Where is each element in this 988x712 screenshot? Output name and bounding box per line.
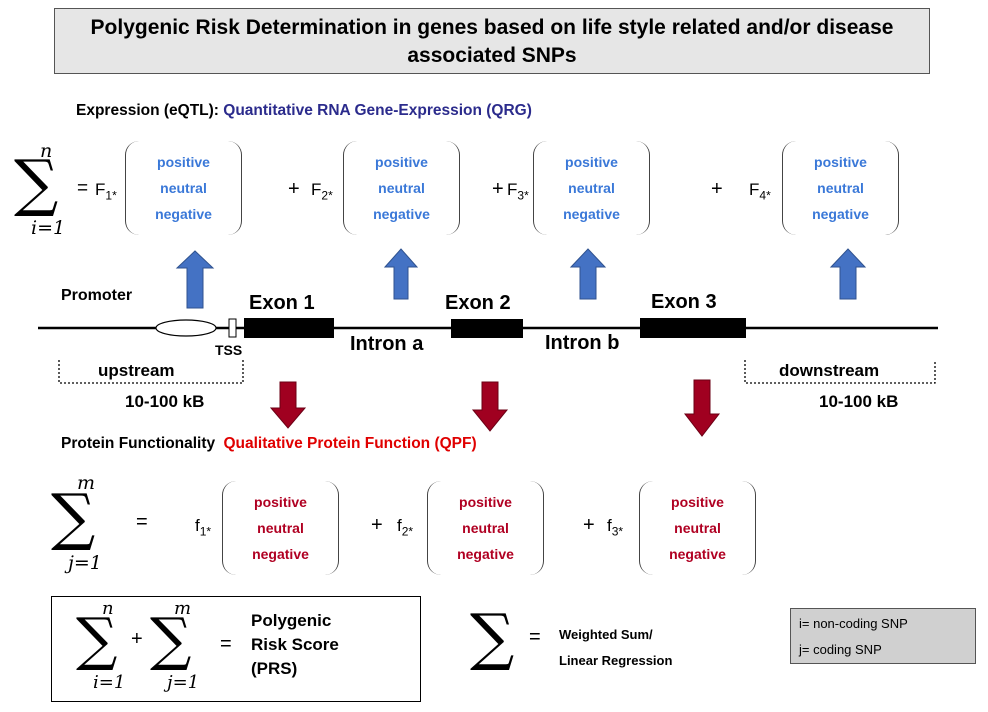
exon-2-block — [451, 319, 523, 338]
weighted-equals: = — [529, 626, 541, 648]
down-arrow-2 — [471, 381, 509, 432]
up-arrow-3 — [569, 248, 607, 300]
prs-sum-2-lower: j=1 — [167, 672, 200, 693]
down-arrow-3 — [683, 379, 721, 437]
intron-b-label: Intron b — [545, 332, 620, 354]
down-arrow-1 — [269, 381, 307, 429]
expression-plus-1: + — [288, 178, 300, 200]
prs-label: Polygenic Risk Score (PRS) — [251, 611, 339, 678]
expression-term-3-coef: F3* — [507, 180, 529, 203]
downstream-range: 10-100 kB — [819, 392, 899, 411]
protein-sublabel: Qualitative Protein Function (QPF) — [223, 435, 477, 452]
exon-2-label: Exon 2 — [445, 292, 511, 314]
sigma-symbol: ∑ — [51, 480, 96, 553]
protein-term-1-coef: f1* — [195, 516, 212, 539]
upstream-range: 10-100 kB — [125, 392, 205, 411]
protein-plus-1: + — [371, 514, 383, 536]
exon-1-block — [244, 318, 334, 338]
upstream-label: upstream — [98, 361, 175, 380]
prs-box — [51, 596, 421, 702]
legend-item-j: j= coding SNP — [799, 642, 882, 657]
expression-plus-3: + — [711, 178, 723, 200]
protein-term-3-coef: f3* — [607, 516, 624, 539]
up-arrow-2 — [383, 248, 419, 300]
protein-sum-lower: j=1 — [68, 552, 102, 574]
expression-equals: = — [77, 178, 89, 199]
expression-term-2-coef: F2* — [311, 180, 333, 203]
expression-term-1-coef: F1* — [95, 180, 117, 203]
tss-label: TSS — [215, 342, 243, 358]
legend-box: i= non-coding SNP j= coding SNP — [790, 608, 976, 664]
promoter-label: Promoter — [61, 287, 133, 304]
expression-term-4-coef: F4* — [749, 180, 771, 203]
prs-sum-2-upper: m — [174, 598, 192, 619]
expression-sublabel: Quantitative RNA Gene-Expression (QRG) — [223, 102, 532, 119]
prs-sum-1-upper: n — [102, 598, 114, 619]
weighted-label: Weighted Sum/ Linear Regression — [559, 627, 673, 668]
expression-label: Expression (eQTL): — [76, 102, 219, 119]
sigma-symbol: ∑ — [470, 600, 515, 673]
protein-plus-2: + — [583, 514, 595, 536]
sigma-symbol: ∑ — [76, 605, 118, 673]
prs-plus: + — [131, 628, 143, 650]
exon-1-label: Exon 1 — [249, 292, 315, 314]
protein-header: Protein Functionality Qualitative Protei… — [61, 435, 477, 453]
protein-label: Protein Functionality — [61, 435, 216, 452]
downstream-bracket — [744, 360, 936, 384]
sigma-symbol: ∑ — [150, 605, 192, 673]
expression-sum-upper: n — [40, 140, 53, 162]
expression-header: Expression (eQTL): Quantitative RNA Gene… — [76, 102, 532, 120]
tss-marker — [228, 318, 237, 338]
promoter-ellipse — [155, 319, 217, 337]
exon-3-block — [640, 318, 746, 338]
exon-3-label: Exon 3 — [651, 291, 717, 313]
protein-equals: = — [136, 511, 148, 533]
expression-plus-2: + — [492, 178, 504, 200]
intron-a-label: Intron a — [350, 333, 424, 355]
up-arrow-4 — [829, 248, 867, 300]
downstream-label: downstream — [779, 361, 880, 380]
legend-item-i: i= non-coding SNP — [799, 616, 908, 631]
diagram-title: Polygenic Risk Determination in genes ba… — [54, 8, 930, 74]
prs-equals: = — [220, 633, 232, 655]
expression-sum-lower: i=1 — [31, 217, 66, 239]
sigma-symbol: ∑ — [14, 146, 59, 219]
protein-sum-upper: m — [77, 472, 96, 494]
protein-term-2-coef: f2* — [397, 516, 414, 539]
up-arrow-1 — [175, 250, 215, 309]
prs-sum-1-lower: i=1 — [93, 672, 126, 693]
